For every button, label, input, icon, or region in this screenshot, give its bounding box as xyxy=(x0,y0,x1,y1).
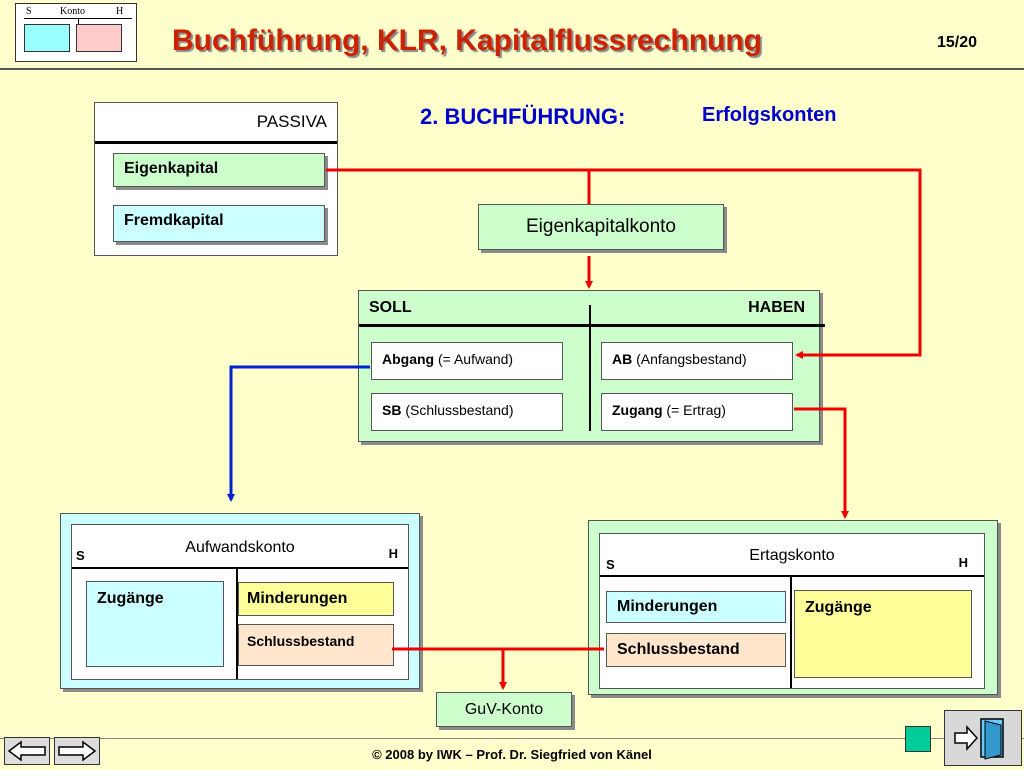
soll-entry-abgang-key: Abgang xyxy=(382,351,435,367)
soll-entry-sb-key: SB xyxy=(382,402,402,418)
page-number: 15/20 xyxy=(937,34,978,51)
logo-left-block xyxy=(24,24,70,52)
passiva-rule xyxy=(95,141,337,144)
aufwandskonto-s: S xyxy=(76,548,85,563)
ertragskonto-schlussbestand: Schlussbestand xyxy=(606,633,786,667)
flow-schlussbestand-to-guv xyxy=(392,647,604,690)
logo-konto: Konto xyxy=(60,6,85,17)
copyright: © 2008 by IWK – Prof. Dr. Siegfried von … xyxy=(372,747,652,762)
aufwandskonto-center-rule xyxy=(236,567,238,679)
flow-zugang-to-ertragskonto xyxy=(794,407,849,519)
aufwandskonto-top-rule xyxy=(72,567,408,569)
haben-entry-ab: AB (Anfangsbestand) xyxy=(601,342,793,380)
home-button[interactable] xyxy=(905,726,931,752)
logo-s: S xyxy=(26,6,32,17)
account-top-rule xyxy=(359,324,825,327)
fremdkapital-item: Fremdkapital xyxy=(113,205,325,242)
page-title: Buchführung, KLR, Kapitalflussrechnung xyxy=(172,24,762,57)
haben-entry-zugang-desc: (= Ertrag) xyxy=(662,402,726,418)
ertragskonto-inner: Ertagskonto S H Minderungen Schlussbesta… xyxy=(599,533,985,689)
haben-entry-ab-key: AB xyxy=(612,351,633,367)
aufwandskonto-zugaenge: Zugänge xyxy=(86,581,224,667)
ertragskonto-minderungen: Minderungen xyxy=(606,591,786,623)
aufwandskonto-h: H xyxy=(388,546,398,561)
ertragskonto-outer: Ertagskonto S H Minderungen Schlussbesta… xyxy=(588,520,998,695)
aufwandskonto-outer: Aufwandskonto S H Zugänge Minderungen Sc… xyxy=(60,513,420,689)
haben-entry-ab-desc: (Anfangsbestand) xyxy=(632,351,747,367)
prev-button[interactable] xyxy=(4,737,50,765)
haben-label: HABEN xyxy=(748,299,805,316)
exit-door-icon xyxy=(954,718,1004,760)
aufwandskonto-minderungen: Minderungen xyxy=(238,582,394,616)
ertragskonto-title: Ertagskonto xyxy=(749,547,835,564)
eigenkapitalkonto-box: Eigenkapitalkonto xyxy=(478,204,724,250)
ertragskonto-zugaenge: Zugänge xyxy=(794,590,972,678)
aufwandskonto-inner: Aufwandskonto S H Zugänge Minderungen Sc… xyxy=(71,524,409,680)
exit-button[interactable] xyxy=(944,710,1022,766)
soll-label: SOLL xyxy=(369,299,412,316)
haben-entry-zugang-key: Zugang xyxy=(612,402,663,418)
guv-konto-box: GuV-Konto xyxy=(436,692,572,727)
account-center-rule xyxy=(589,305,591,431)
main-account: SOLL HABEN Abgang (= Aufwand) SB (Schlus… xyxy=(358,290,825,442)
ertragskonto-top-rule xyxy=(600,575,984,577)
passiva-box: PASSIVA Eigenkapital Fremdkapital xyxy=(94,102,338,256)
ertragskonto-h: H xyxy=(958,555,968,570)
passiva-title: PASSIVA xyxy=(256,112,327,131)
ertragskonto-s: S xyxy=(606,557,615,572)
section-number: 2. BUCHFÜHRUNG: xyxy=(420,104,626,129)
soll-entry-sb: SB (Schlussbestand) xyxy=(371,393,563,431)
logo-box: S Konto H xyxy=(15,3,137,62)
section-topic: Erfolgskonten xyxy=(702,104,837,126)
header-rule xyxy=(0,68,1024,70)
soll-entry-sb-desc: (Schlussbestand) xyxy=(401,402,514,418)
arrow-left-icon xyxy=(7,740,46,762)
soll-entry-abgang-desc: (= Aufwand) xyxy=(434,351,514,367)
haben-entry-zugang: Zugang (= Ertrag) xyxy=(601,393,793,431)
flow-abgang-to-aufwandskonto xyxy=(227,365,370,502)
logo-h: H xyxy=(116,6,124,17)
logo-right-block xyxy=(76,24,122,52)
next-button[interactable] xyxy=(54,737,100,765)
arrow-right-icon xyxy=(58,740,97,762)
eigenkapital-item: Eigenkapital xyxy=(113,153,325,187)
flow-eigenkapital-to-ab xyxy=(326,168,922,359)
ertragskonto-center-rule xyxy=(790,575,792,688)
aufwandskonto-schlussbestand: Schlussbestand xyxy=(238,624,394,666)
footer-rule xyxy=(0,738,1024,739)
soll-entry-abgang: Abgang (= Aufwand) xyxy=(371,342,563,380)
aufwandskonto-title: Aufwandskonto xyxy=(185,539,295,556)
